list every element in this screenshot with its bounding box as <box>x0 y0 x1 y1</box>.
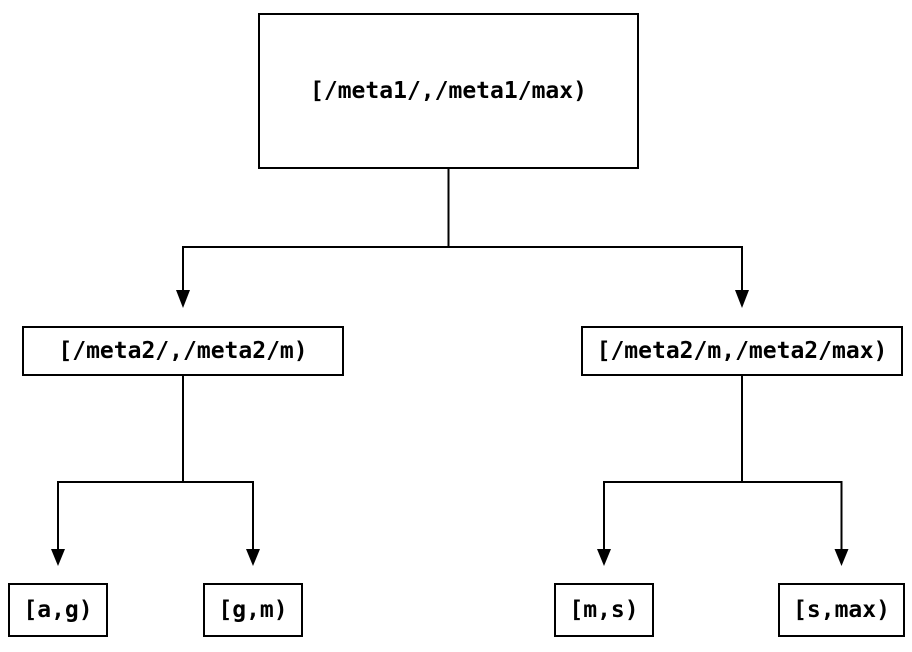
node-leaf-smax-label: [s,max) <box>793 597 890 623</box>
node-right-label: [/meta2/m,/meta2/max) <box>596 338 888 364</box>
node-root-label: [/meta1/,/meta1/max) <box>310 78 587 104</box>
arrowhead-leaf-smax <box>834 549 849 566</box>
node-root-range: [/meta1/,/meta1/max) <box>258 13 639 169</box>
arrowhead-leaf-ms <box>597 549 611 566</box>
node-left-range: [/meta2/,/meta2/m) <box>22 326 344 376</box>
arrowhead-leaf-ag <box>51 549 65 566</box>
arrowhead-right-child <box>735 290 749 308</box>
node-right-range: [/meta2/m,/meta2/max) <box>581 326 903 376</box>
node-leaf-gm-label: [g,m) <box>218 597 288 623</box>
node-left-label: [/meta2/,/meta2/m) <box>58 338 308 364</box>
node-leaf-ms: [m,s) <box>554 583 654 637</box>
node-leaf-gm: [g,m) <box>203 583 303 637</box>
arrowhead-left-child <box>176 290 190 308</box>
node-leaf-ms-label: [m,s) <box>569 597 639 623</box>
arrowhead-leaf-gm <box>246 549 260 566</box>
node-leaf-smax: [s,max) <box>778 583 905 637</box>
node-leaf-ag-label: [a,g) <box>23 597 93 623</box>
node-leaf-ag: [a,g) <box>8 583 108 637</box>
